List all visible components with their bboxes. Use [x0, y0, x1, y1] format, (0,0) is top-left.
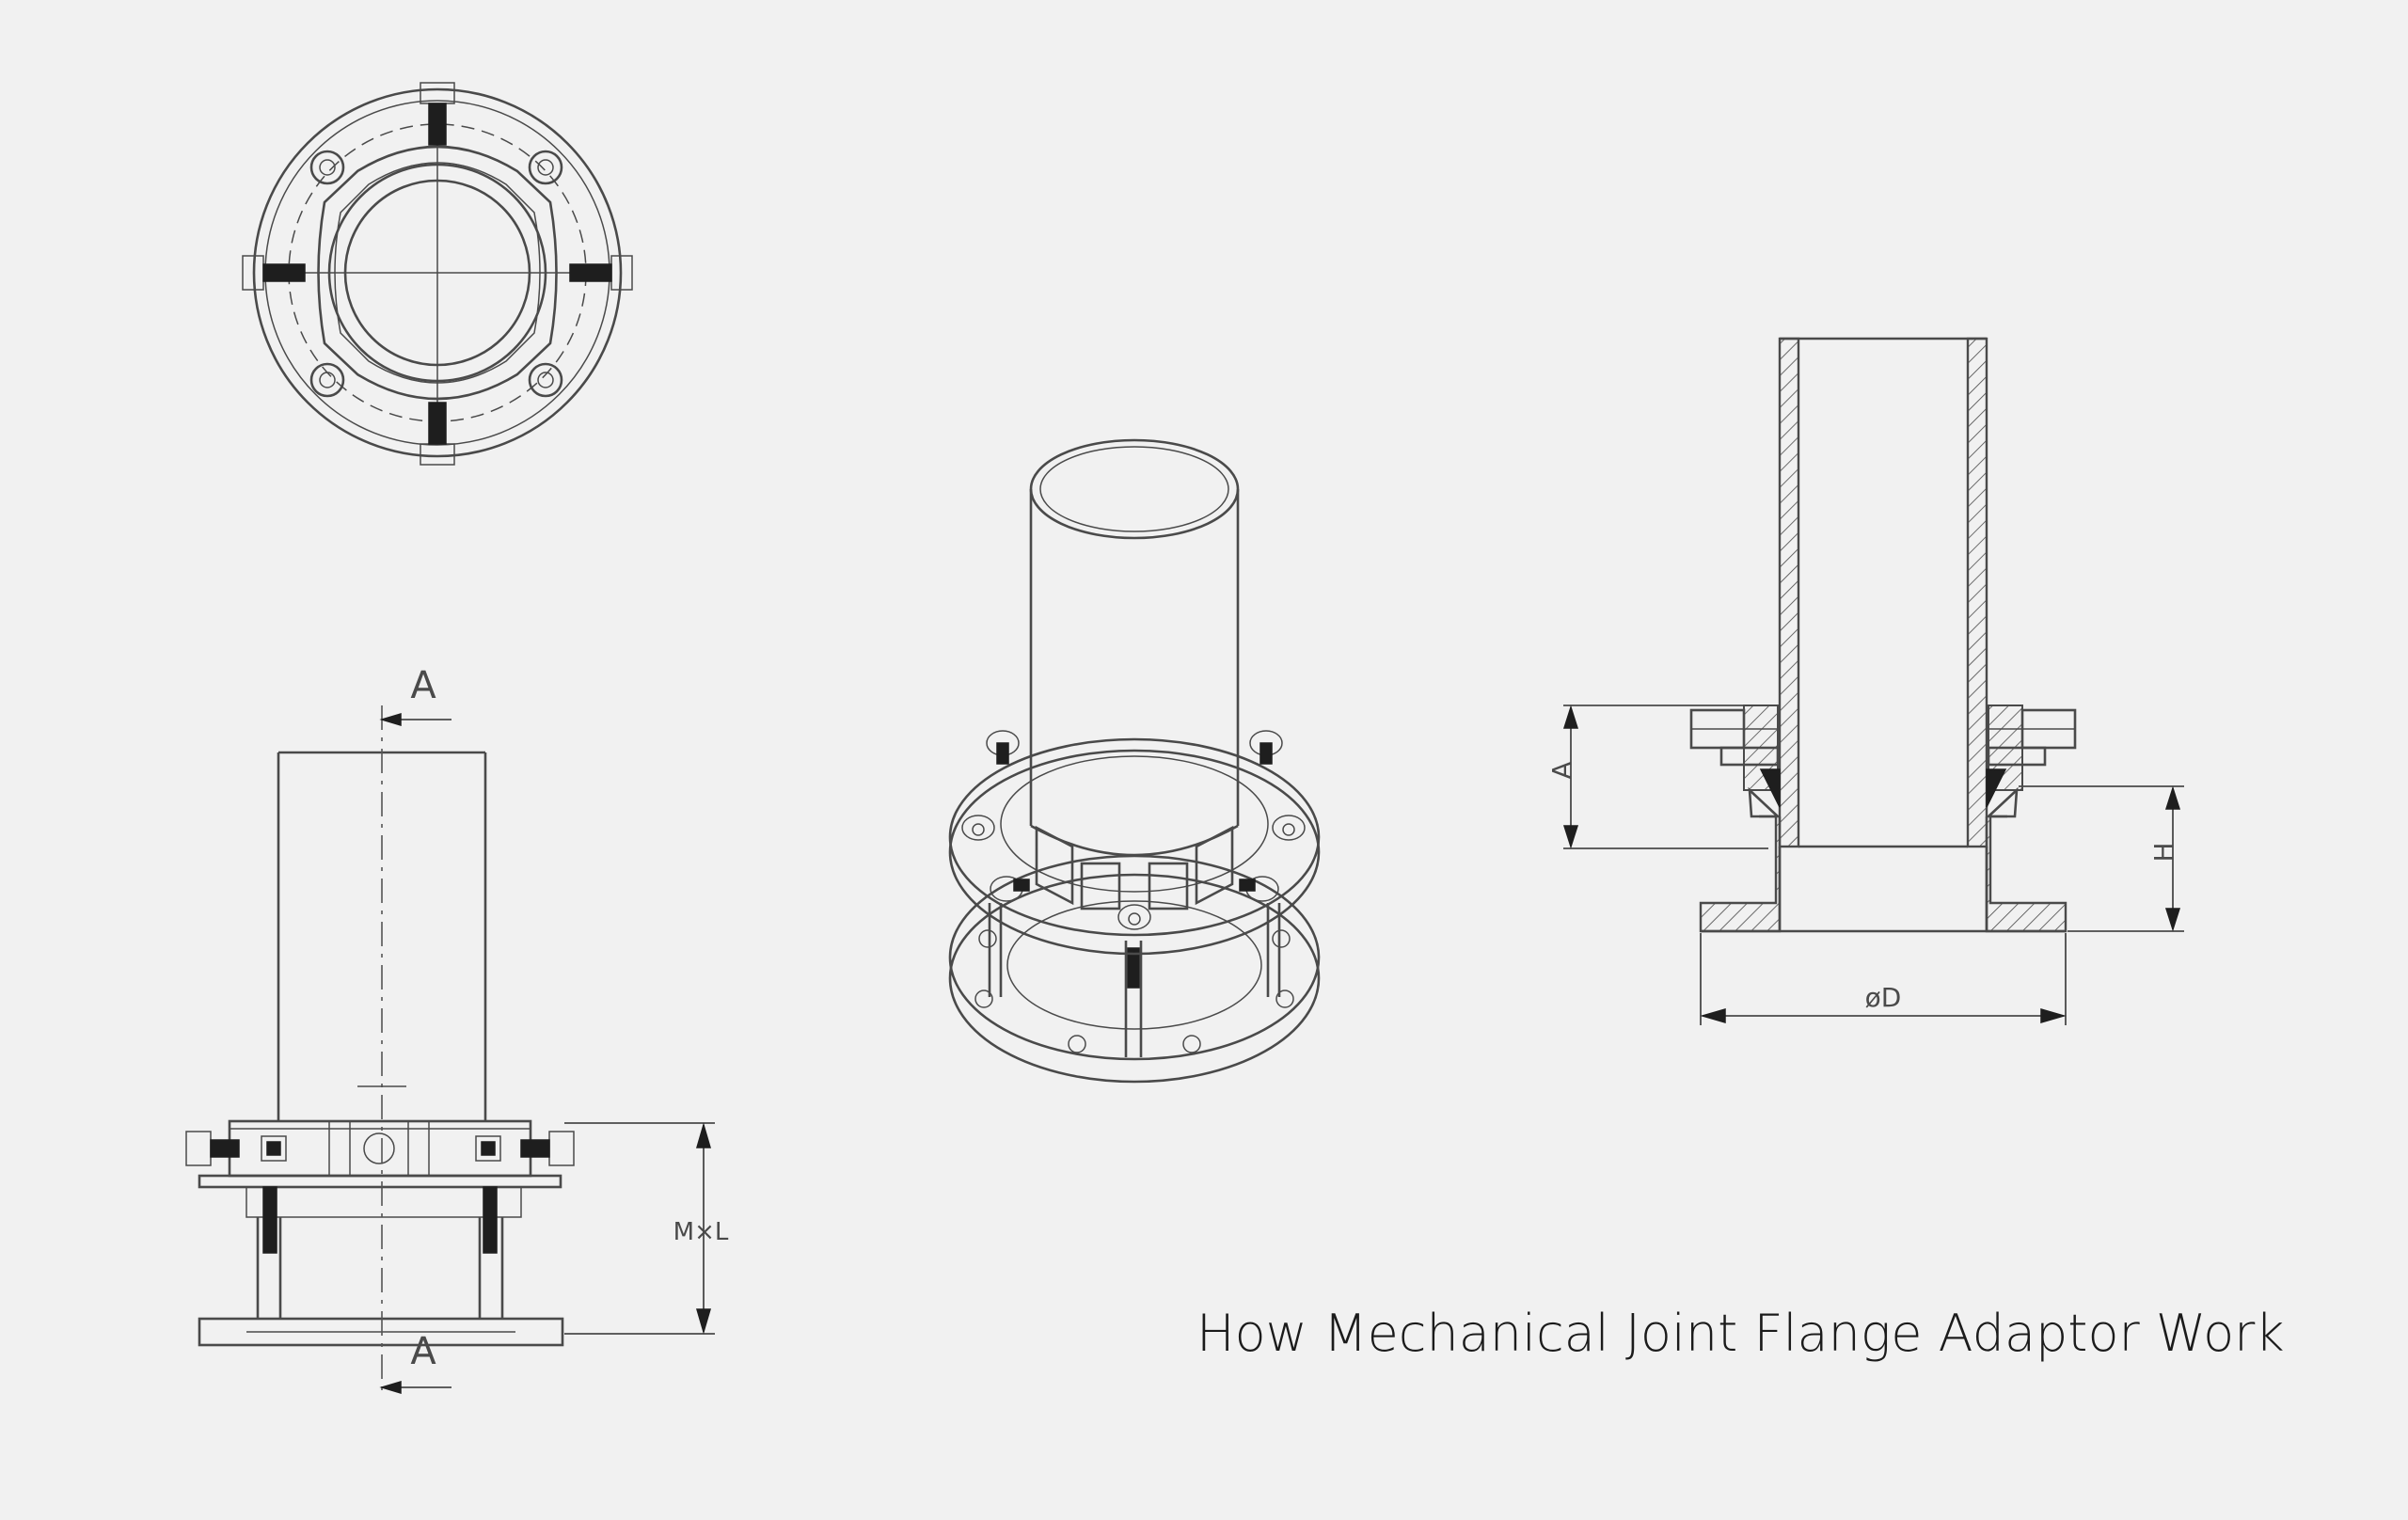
dimension-a: A [1546, 761, 1577, 779]
figure-caption: How Mechanical Joint Flange Adaptor Work [1196, 1304, 2285, 1363]
iso-bolt-6 [1239, 876, 1279, 902]
isometric-view [948, 438, 1321, 1084]
bolt-hole-4 [528, 362, 563, 398]
section-label-top: A [410, 664, 436, 707]
bolt-hole-1 [309, 150, 345, 185]
tie-bolt-top [420, 82, 455, 146]
tie-bolt-left [242, 255, 306, 291]
iso-bolt-1 [986, 730, 1020, 765]
dimension-diameter: øD [1865, 982, 1902, 1013]
iso-bolt-4 [1272, 815, 1306, 841]
iso-bolt-2 [1249, 730, 1283, 765]
section-view: A H øD [1546, 337, 2184, 1025]
top-view [242, 82, 633, 466]
iso-bolt-5 [990, 876, 1030, 902]
iso-bolt-7 [1117, 904, 1151, 930]
dimension-h: H [2148, 842, 2179, 862]
section-label-bottom: A [410, 1330, 436, 1373]
tie-bolt-bottom [420, 402, 455, 466]
front-elevation: A A M×L [185, 664, 729, 1398]
bolt-hole-3 [309, 362, 345, 398]
iso-bolt-3 [961, 815, 995, 841]
tie-bolt-right [569, 255, 633, 291]
dimension-mxl: M×L [673, 1218, 729, 1246]
bolt-hole-2 [528, 150, 563, 185]
